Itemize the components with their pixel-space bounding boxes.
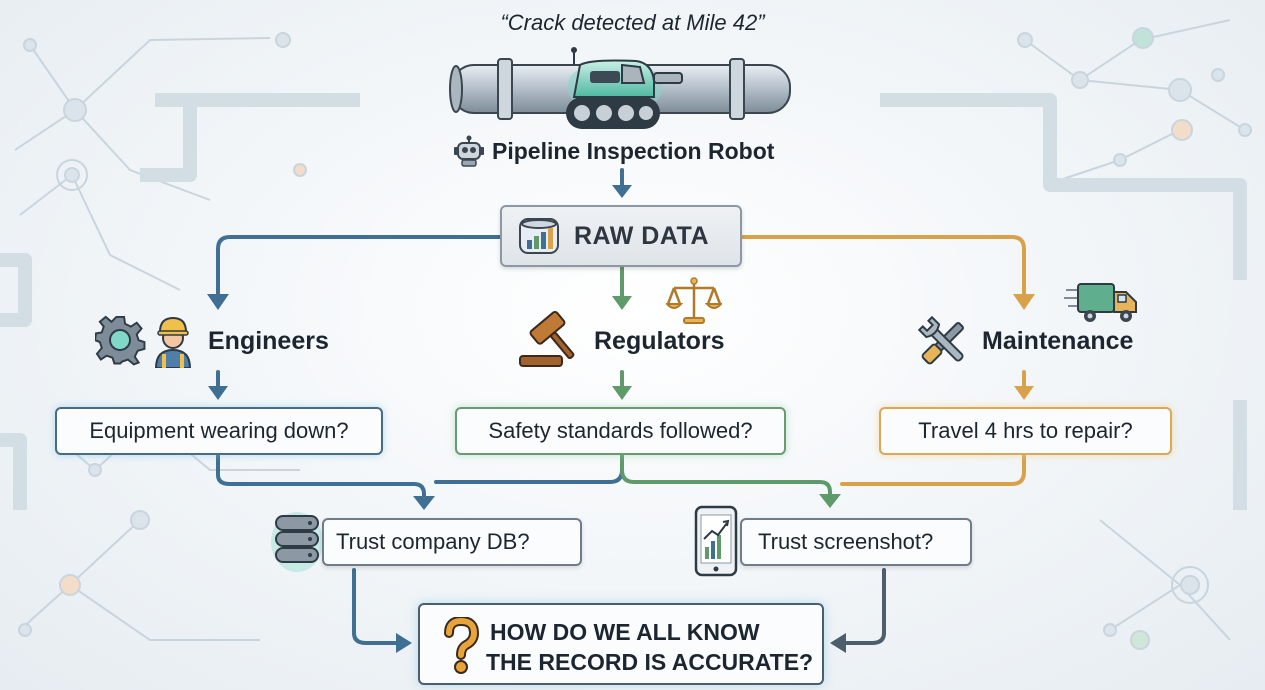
robot-title: Pipeline Inspection Robot	[492, 137, 775, 164]
worker-icon	[154, 316, 192, 368]
final-question-line2: THE RECORD IS ACCURATE?	[486, 649, 814, 675]
phone-chart-icon	[694, 505, 738, 577]
raw-data-label: RAW DATA	[574, 221, 709, 250]
engineers-question: Equipment wearing down?	[55, 407, 383, 455]
truck-icon	[1064, 283, 1137, 322]
raw-data-node: RAW DATA	[500, 205, 742, 267]
server-stack-icon	[271, 512, 323, 572]
maintenance-question: Travel 4 hrs to repair?	[879, 407, 1172, 455]
crack-alert-quote: “Crack detected at Mile 42”	[500, 10, 765, 35]
trust-screenshot-label: Trust screenshot?	[758, 529, 934, 554]
robot-icon	[454, 135, 484, 167]
gear-icon	[95, 315, 146, 366]
robot-heading: Pipeline Inspection Robot	[452, 135, 774, 167]
question-mark-icon	[444, 617, 480, 674]
database-chart-icon	[519, 218, 559, 254]
trust-screenshot-box: Trust screenshot?	[740, 518, 972, 566]
maintenance-label: Maintenance	[982, 327, 1134, 355]
trust-db-box: Trust company DB?	[322, 518, 582, 566]
trust-db-label: Trust company DB?	[336, 529, 530, 554]
regulators-label: Regulators	[594, 327, 725, 355]
pipeline-robot-illustration	[449, 47, 791, 129]
final-question-line1: HOW DO WE ALL KNOW	[490, 619, 760, 645]
gavel-icon	[519, 310, 575, 367]
engineers-label: Engineers	[208, 327, 329, 355]
scales-icon	[666, 277, 722, 324]
tools-icon	[917, 315, 964, 365]
regulators-question: Safety standards followed?	[455, 407, 786, 455]
final-question-box: HOW DO WE ALL KNOW THE RECORD IS ACCURAT…	[418, 603, 824, 685]
